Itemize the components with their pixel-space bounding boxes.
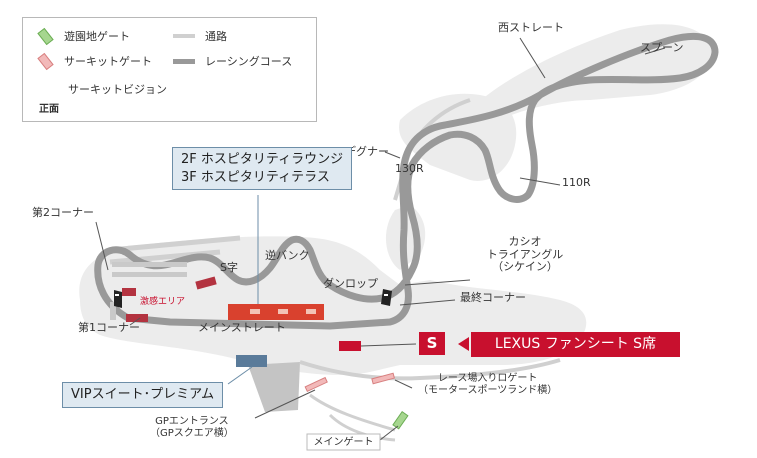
hospitality-line2: 3F ホスピタリティテラス: [181, 169, 330, 185]
label-second-corner: 第2コーナー: [32, 206, 94, 219]
path-swatch: [173, 34, 195, 38]
excitement-area-marker: [195, 276, 217, 290]
circuit-vision-icon: [114, 290, 122, 308]
circuit-gate-icon: [37, 52, 54, 70]
label-excitement-area: 激感エリア: [140, 297, 186, 307]
hospitality-building: [228, 304, 324, 320]
circuit-vision-icon: [381, 289, 392, 306]
path: [328, 413, 396, 442]
grandstand: [112, 262, 187, 267]
label-main-straight: メインストレート: [198, 321, 286, 334]
label-spoon: スプーン: [640, 41, 684, 54]
park-gate-icon: [37, 27, 54, 45]
hospitality-callout: 2F ホスピタリティラウンジ 3F ホスピタリティテラス: [172, 147, 353, 191]
label-final-corner: 最終コーナー: [460, 291, 526, 304]
grandstand: [110, 302, 116, 320]
label-race-gate-line1: レース場入りロゲート: [437, 373, 538, 384]
label-chicane: （シケイン）: [492, 260, 558, 274]
label-gp-entrance-line2: （GPスクエア横）: [150, 427, 234, 439]
legend-circuit-vision: サーキットビジョン: [68, 83, 167, 96]
label-race-gate-line2: （モータースポーツランド横）: [418, 384, 558, 396]
seat-banner: LEXUS ファンシート S席: [471, 332, 680, 357]
seat-s-location: [339, 341, 361, 351]
label-gp-entrance-line1: GPエントランス: [155, 416, 229, 427]
legend-racing-course: レーシングコース: [173, 53, 292, 69]
path: [299, 358, 561, 381]
label-gp-entrance: GPエントランス （GPスクエア横）: [150, 416, 234, 439]
circuit-gate: [304, 376, 328, 393]
legend-park-gate: 遊園地ゲート: [35, 27, 130, 45]
label-casio-triangle: カシオ トライアングル （シケイン）: [470, 235, 580, 274]
seat-s-badge: S: [419, 332, 445, 355]
grandstand: [112, 272, 187, 277]
label-s-curve: S字: [220, 261, 238, 274]
label-main-gate: メインゲート: [313, 437, 374, 448]
label-degner: デグナー: [345, 145, 389, 158]
label-casio: カシオ: [508, 235, 542, 248]
label-110r: 110R: [562, 176, 591, 189]
legend: 遊園地ゲート サーキットゲート サーキットビジョン 正面 通路 レーシングコース: [22, 17, 317, 122]
vip-suite-block: [236, 355, 267, 367]
legend-path: 通路: [173, 28, 227, 44]
label-dunlop: ダンロップ: [323, 277, 378, 290]
label-west-straight: 西ストレート: [498, 21, 564, 34]
course-swatch: [173, 58, 195, 64]
label-race-gate: レース場入りロゲート （モータースポーツランド横）: [418, 373, 557, 396]
legend-circuit-gate: サーキットゲート: [35, 52, 152, 70]
legend-front-label: 正面: [39, 104, 59, 115]
park-gate: [392, 411, 409, 430]
grey-plaza: [248, 362, 300, 412]
label-130r: 130R: [395, 162, 424, 175]
label-reverse-bank: 逆バンク: [265, 249, 310, 262]
circuit-gate: [371, 372, 396, 385]
excitement-area-marker: [122, 288, 136, 296]
excitement-area-marker: [126, 314, 148, 322]
label-triangle: トライアングル: [486, 247, 564, 261]
seat-banner-arrow: [458, 337, 469, 351]
label-first-corner: 第1コーナー: [78, 321, 140, 334]
hospitality-line1: 2F ホスピタリティラウンジ: [181, 152, 344, 167]
racing-course: [94, 33, 719, 330]
path: [309, 393, 396, 432]
vip-callout: VIPスイート･プレミアム: [62, 382, 224, 408]
main-gate-box: [306, 433, 381, 451]
